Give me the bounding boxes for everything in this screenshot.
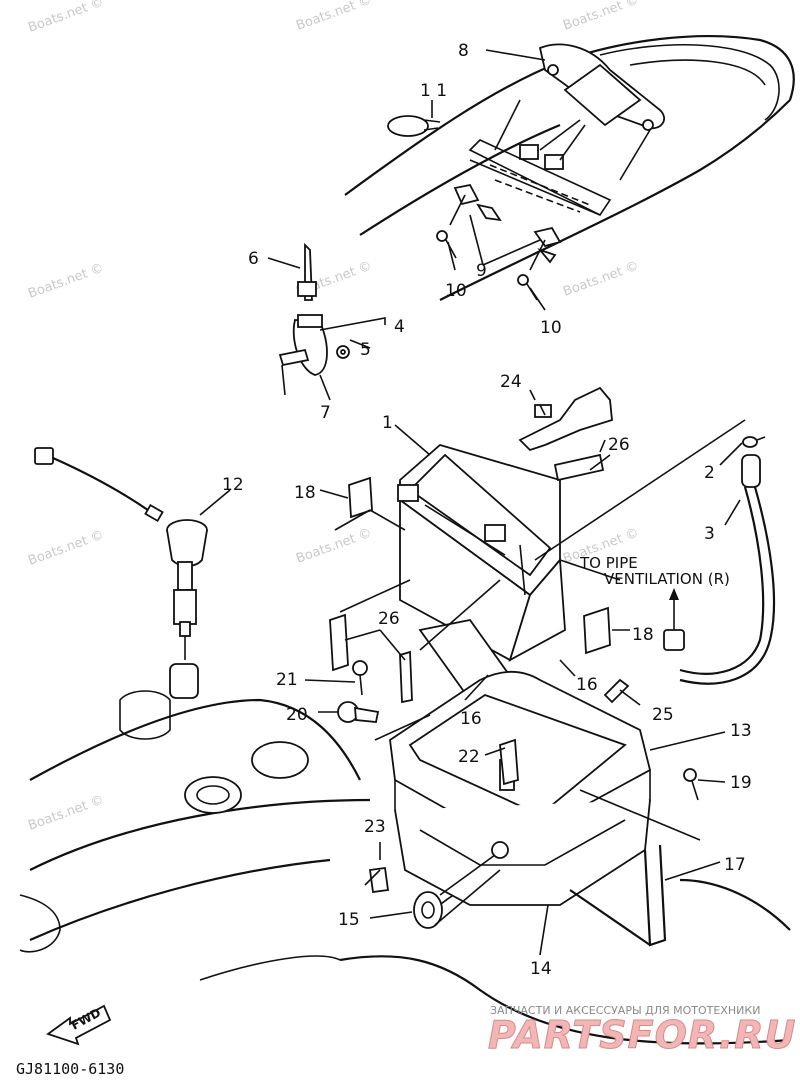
callout-9: 9 <box>476 261 487 281</box>
watermark: Boats.net © <box>294 0 374 34</box>
fwd-arrow: FWD <box>46 1004 112 1046</box>
watermark: Boats.net © <box>26 793 106 834</box>
callout-22: 22 <box>458 747 480 767</box>
callout-24: 24 <box>500 372 522 392</box>
hull-lower-drawing <box>19 690 791 1045</box>
leader-lines <box>199 49 746 956</box>
callout-10a: 10 <box>445 281 467 301</box>
diagram-code: GJ81100-6130 <box>16 1060 124 1078</box>
callout-26a: 26 <box>608 435 630 455</box>
callout-20: 20 <box>286 705 308 725</box>
callout-13: 13 <box>730 721 752 741</box>
fasteners <box>337 660 699 886</box>
bracket-clips <box>436 183 562 301</box>
callout-6: 6 <box>248 249 259 269</box>
callout-12: 12 <box>222 475 244 495</box>
band-assembly <box>278 242 350 396</box>
callout-4: 4 <box>394 317 405 337</box>
sensor-cable <box>34 447 208 699</box>
callout-8: 8 <box>458 41 469 61</box>
callout-11: 1 1 <box>420 81 447 101</box>
callout-16b: 16 <box>460 709 482 729</box>
watermark: Boats.net © <box>26 261 106 302</box>
grommet-part <box>368 854 501 929</box>
callout-18b: 18 <box>632 625 654 645</box>
brand-name: PARTSFOR.RU <box>488 1013 796 1057</box>
callout-3: 3 <box>704 524 715 544</box>
watermark: Boats.net © <box>26 0 106 36</box>
watermark: Boats.net © <box>26 528 106 569</box>
callout-16a: 16 <box>576 675 598 695</box>
strap-part <box>569 844 667 947</box>
callout-21: 21 <box>276 670 298 690</box>
vent-note: TO PIPE VENTILATION (R) <box>579 554 730 588</box>
watermark: Boats.net © <box>294 526 374 567</box>
callout-25: 25 <box>652 705 674 725</box>
callout-1: 1 <box>382 413 393 433</box>
battery-part <box>397 443 566 662</box>
callout-5: 5 <box>360 340 371 360</box>
callout-17: 17 <box>724 855 746 875</box>
note-line1: TO PIPE <box>579 554 638 572</box>
hull-top-drawing <box>344 35 795 301</box>
brand-watermark: ЗАПЧАСТИ И АКСЕССУАРЫ ДЛЯ МОТОТЕХНИКИ PA… <box>488 1004 796 1058</box>
callout-7: 7 <box>320 403 331 423</box>
callout-15: 15 <box>338 910 360 930</box>
bracket-part <box>518 386 613 452</box>
callout-19: 19 <box>730 773 752 793</box>
vent-hose <box>663 436 776 685</box>
callout-2: 2 <box>704 463 715 483</box>
watermark: Boats.net © <box>561 0 641 34</box>
brand-tagline: ЗАПЧАСТИ И АКСЕССУАРЫ ДЛЯ МОТОТЕХНИКИ <box>490 1004 760 1017</box>
battery-box-part <box>389 670 652 906</box>
callout-18a: 18 <box>294 483 316 503</box>
watermark: Boats.net © <box>561 259 641 300</box>
callout-labels: 8 1 1 6 10 9 10 4 5 7 24 1 26 2 12 18 3 … <box>222 41 752 979</box>
callout-14: 14 <box>530 959 552 979</box>
note-line2: VENTILATION (R) <box>604 570 730 588</box>
clip-part <box>387 115 441 137</box>
callout-23: 23 <box>364 817 386 837</box>
callout-10b: 10 <box>540 318 562 338</box>
callout-26b: 26 <box>378 609 400 629</box>
